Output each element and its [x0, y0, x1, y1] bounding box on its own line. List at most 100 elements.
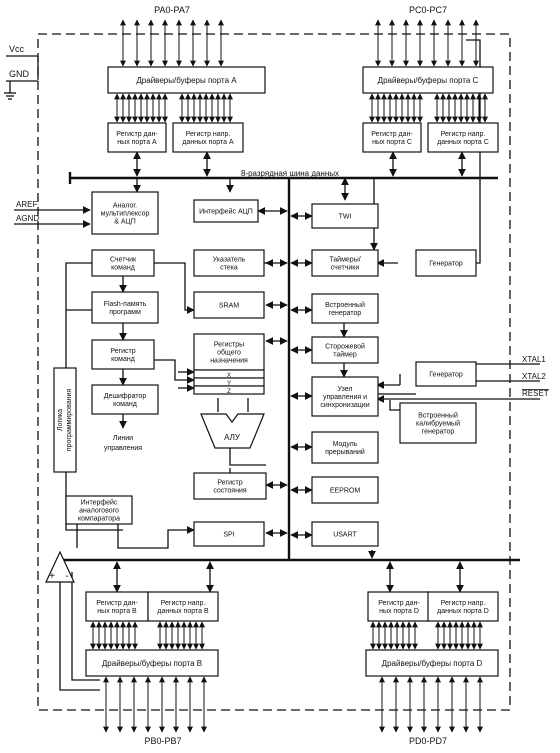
- reg-dir-c-label: данных порта C: [437, 139, 489, 146]
- aref-label: AREF: [16, 200, 37, 209]
- alu-shape: [200, 413, 265, 449]
- reg-dir-d-label: данных порта D: [437, 608, 489, 615]
- osc-xtal-block: Генератор: [415, 361, 477, 387]
- drivers-d-block: Драйверы/буферы порта D: [365, 649, 499, 677]
- svg-text:+: +: [49, 571, 55, 582]
- decoder-label: Дешифратор: [104, 393, 147, 400]
- reg-data-c-label: ных порта C: [372, 139, 412, 146]
- flash-label: Flash-память: [104, 301, 147, 308]
- comp-if-label: Интерфейс: [81, 498, 118, 506]
- port-c-pin-label: PC0-PC7: [409, 5, 447, 15]
- ctrl-label: управления и: [323, 394, 367, 401]
- cal-osc-label: Встроенный: [418, 411, 458, 419]
- osc-top-block: Генератор: [415, 249, 477, 277]
- usart-label: USART: [333, 531, 357, 538]
- alu-label: АЛУ: [224, 433, 241, 442]
- spi-label: SPI: [223, 531, 234, 538]
- ctrl-label: синхронизации: [320, 402, 369, 409]
- adc-mux-block: Аналог.мультиплексор& АЦП: [91, 191, 159, 235]
- reg-data-b-label: Регистр дан-: [96, 600, 138, 607]
- eeprom-label: EEPROM: [330, 487, 361, 494]
- drivers-d-label: Драйверы/буферы порта D: [382, 659, 483, 668]
- sram-label: SRAM: [219, 302, 239, 309]
- drivers-a-block: Драйверы/буферы порта A: [107, 66, 266, 94]
- drivers-c-label: Драйверы/буферы порта C: [378, 76, 479, 85]
- reg-data-c-label: Регистр дан-: [371, 131, 413, 138]
- alu-if-label: Интерфейс АЦП: [199, 207, 253, 215]
- cal-osc-label: калибруемый: [416, 419, 460, 427]
- sram-block: SRAM: [193, 291, 265, 319]
- osc-top-label: Генератор: [429, 260, 463, 267]
- wdt-label: Сторожевой: [325, 342, 365, 350]
- reg-data-b-label: ных порта B: [97, 608, 137, 615]
- comp-if-label: аналогового: [79, 507, 119, 514]
- reg-dir-a-block: Регистр напр.данных порта A: [172, 122, 244, 153]
- int-osc-label: генератор: [329, 310, 362, 317]
- usart-block: USART: [311, 521, 379, 547]
- data-bus-label: 8-разрядная шина данных: [241, 169, 339, 178]
- reg-data-a-label: ных порта A: [117, 139, 157, 146]
- port-b-pin-label: PB0-PB7: [144, 736, 181, 746]
- port-a-pins: [120, 19, 224, 67]
- reg-dir-b-label: Регистр напр.: [161, 600, 206, 607]
- comp-if-label: компаратора: [78, 515, 120, 522]
- drivers-b-label: Драйверы/буферы порта B: [102, 659, 202, 668]
- cal-osc-label: генератор: [422, 428, 455, 435]
- reg-data-d-label: Регистр дан-: [378, 600, 420, 607]
- port-a-pin-label: PA0-PA7: [154, 5, 190, 15]
- int-unit-label: Модуль: [333, 441, 358, 448]
- control-lines-label: управления: [104, 445, 142, 452]
- gpr-pointer-rows: X Y Z: [193, 369, 265, 395]
- reg-data-d-label: ных порта D: [379, 608, 419, 615]
- bottom-register-links: [113, 550, 464, 593]
- pc-label: Счетчик: [110, 256, 137, 263]
- reset-label: RESET: [522, 389, 549, 398]
- xtal2-label: XTAL2: [522, 372, 546, 381]
- reg-data-a-label: Регистр дан-: [116, 131, 158, 138]
- port-d-pin-label: PD0-PD7: [409, 736, 447, 746]
- status-label: Регистр: [217, 479, 242, 486]
- timers-label: счетчики: [331, 264, 360, 271]
- gnd-label: GND: [9, 69, 30, 79]
- top-register-links: [133, 151, 466, 251]
- svg-text:X: X: [227, 373, 231, 379]
- svg-text:-: -: [65, 571, 68, 582]
- svg-text:Логика: Логика: [57, 409, 64, 431]
- reg-dir-c-block: Регистр напр.данных порта C: [427, 122, 499, 153]
- wdt-label: таймер: [333, 350, 357, 358]
- timers-block: Таймеры/счетчики: [311, 249, 379, 277]
- drivers-c-block: Драйверы/буферы порта C: [362, 66, 494, 94]
- gpr-label: общего: [217, 348, 241, 356]
- timers-label: Таймеры/: [329, 255, 360, 263]
- control-lines-label: Линии: [113, 435, 133, 442]
- sp-label: Указатель: [213, 256, 246, 263]
- reg-data-b-block: Регистр дан-ных порта B: [85, 591, 149, 622]
- reg-dir-c-label: Регистр напр.: [441, 131, 486, 138]
- reg-dir-a-label: данных порта A: [182, 139, 234, 146]
- xtal1-label: XTAL1: [522, 355, 546, 364]
- port-line-bundles: [90, 93, 488, 650]
- drivers-b-block: Драйверы/буферы порта B: [85, 649, 219, 677]
- sp-label: стека: [220, 264, 238, 271]
- adc-mux-label: мультиплексор: [101, 210, 150, 217]
- reg-data-c-block: Регистр дан-ных порта C: [362, 122, 422, 153]
- flash-label: программ: [109, 309, 141, 316]
- svg-text:программирования: программирования: [66, 389, 73, 452]
- reg-dir-b-label: данных порта B: [157, 608, 209, 615]
- svg-text:Z: Z: [227, 389, 231, 395]
- ir-label: Регистр: [110, 348, 135, 355]
- port-d-pins: [379, 676, 483, 733]
- int-osc-label: Встроенный: [325, 301, 365, 309]
